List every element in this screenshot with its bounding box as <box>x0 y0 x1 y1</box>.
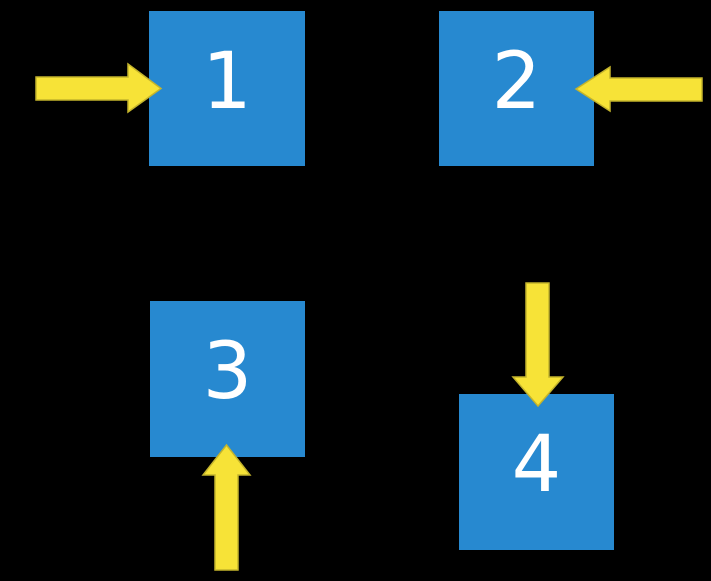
arrow-right-icon <box>35 62 163 114</box>
block-2-label: 2 <box>491 36 542 127</box>
arrow-down-icon <box>511 282 565 408</box>
block-2[interactable]: 2 <box>439 11 594 166</box>
arrow-left-icon <box>574 65 703 113</box>
block-3-label: 3 <box>202 327 253 417</box>
block-1[interactable]: 1 <box>149 11 305 166</box>
block-3[interactable]: 3 <box>150 301 305 457</box>
block-4[interactable]: 4 <box>459 394 614 550</box>
block-1-label: 1 <box>202 36 252 127</box>
arrow-up-icon <box>201 443 252 571</box>
block-4-label: 4 <box>511 420 562 510</box>
